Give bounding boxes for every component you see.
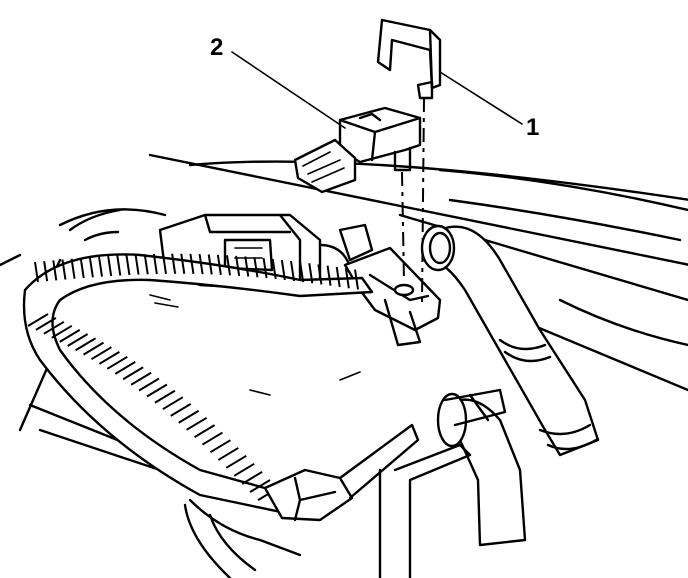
- installation-guide-lines: [401, 97, 425, 303]
- shading-marks: [149, 294, 361, 396]
- engine-block-outline: [0, 208, 167, 472]
- callout-2-label: 2: [210, 34, 224, 61]
- coolant-hose: [420, 224, 600, 457]
- sensor-retaining-clip: [376, 18, 442, 100]
- lower-hose: [436, 388, 527, 547]
- body-panel-lines: [148, 153, 688, 392]
- harness-corrugation: [27, 253, 359, 502]
- lower-engine-outline: [183, 443, 472, 578]
- harness-connector: [188, 423, 420, 557]
- sensor-module: [293, 106, 422, 194]
- leader-lines: [231, 51, 523, 129]
- callout-1-label: 1: [526, 114, 540, 141]
- wiring-harness: [22, 253, 374, 517]
